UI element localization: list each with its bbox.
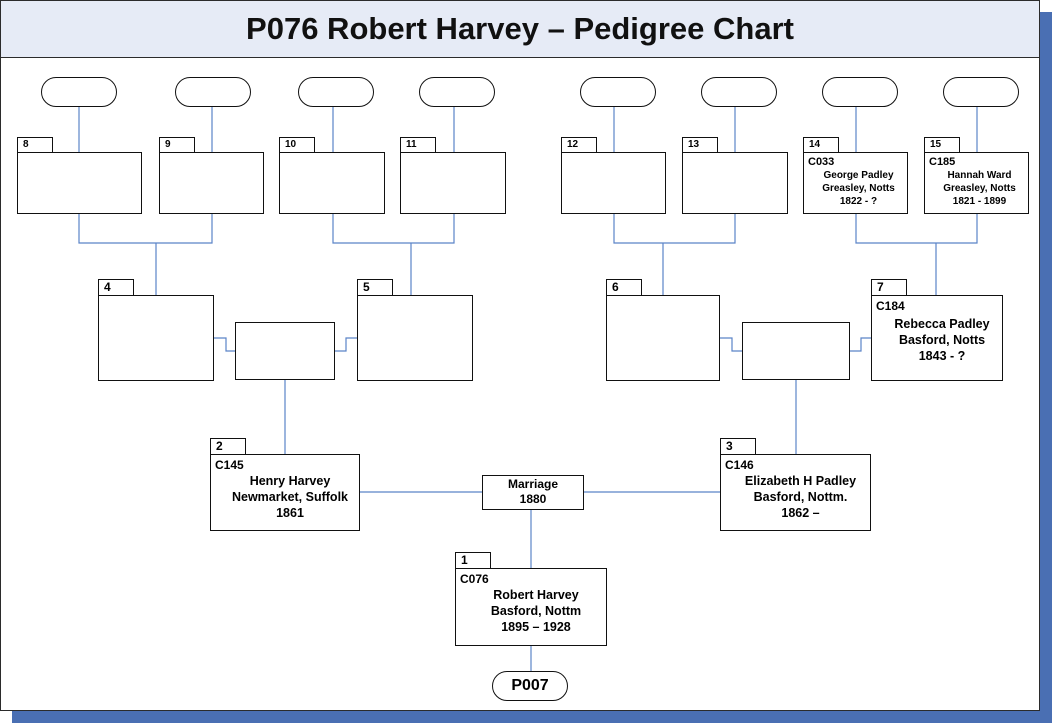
person-8-box[interactable] [17, 152, 142, 214]
marriage-year: 1880 [519, 492, 547, 506]
person-7-dates: 1843 - ? [918, 349, 966, 363]
person-13-number: 13 [682, 137, 718, 153]
person-14-id: C033 [808, 156, 835, 168]
person-2-id: C145 [215, 458, 244, 472]
person-3-details: Elizabeth H Padley Basford, Nottm. 1862 … [721, 473, 870, 521]
person-3-dates: 1862 – [781, 506, 820, 520]
person-9-box[interactable] [159, 152, 264, 214]
person-5-box[interactable] [357, 295, 473, 381]
person-9-number: 9 [159, 137, 195, 153]
person-12-box[interactable] [561, 152, 666, 214]
person-7-box[interactable]: C184 Rebecca Padley Basford, Notts 1843 … [871, 295, 1003, 381]
person-1-id: C076 [460, 572, 489, 586]
person-1-details: Robert Harvey Basford, Nottm 1895 – 1928 [456, 587, 606, 635]
person-10-box[interactable] [279, 152, 385, 214]
person-1-box[interactable]: C076 Robert Harvey Basford, Nottm 1895 –… [455, 568, 607, 646]
person-6-number: 6 [606, 279, 642, 295]
person-15-id: C185 [929, 156, 956, 168]
person-7-name: Rebecca Padley [894, 317, 990, 331]
person-14-place: Greasley, Notts [822, 183, 895, 194]
person-14-dates: 1822 - ? [839, 196, 878, 207]
person-13-box[interactable] [682, 152, 788, 214]
person-1-name: Robert Harvey [493, 588, 579, 602]
person-3-place: Basford, Nottm. [753, 490, 848, 504]
person-7-place: Basford, Notts [898, 333, 986, 347]
person-2-number: 2 [210, 438, 246, 454]
person-8-number: 8 [17, 137, 53, 153]
person-14-details: George Padley Greasley, Notts 1822 - ? [804, 169, 907, 208]
ancestor-oval [943, 77, 1019, 107]
person-1-dates: 1895 – 1928 [501, 620, 571, 634]
ancestor-oval [41, 77, 117, 107]
person-11-box[interactable] [400, 152, 506, 214]
person-14-number: 14 [803, 137, 839, 153]
ancestor-oval [822, 77, 898, 107]
person-1-number: 1 [455, 552, 491, 568]
person-2-box[interactable]: C145 Henry Harvey Newmarket, Suffolk 186… [210, 454, 360, 531]
person-15-box[interactable]: C185 Hannah Ward Greasley, Notts 1821 - … [924, 152, 1029, 214]
person-1-place: Basford, Nottm [490, 604, 582, 618]
person-3-number: 3 [720, 438, 756, 454]
couple-box-6-7 [742, 322, 850, 380]
ancestor-oval [298, 77, 374, 107]
marriage-box: Marriage 1880 [482, 475, 584, 510]
person-15-name: Hannah Ward [947, 170, 1012, 181]
ancestor-oval [175, 77, 251, 107]
person-12-number: 12 [561, 137, 597, 153]
person-5-number: 5 [357, 279, 393, 295]
chart-title: P076 Robert Harvey – Pedigree Chart [246, 11, 794, 46]
chart-page: P076 Robert Harvey – Pedigree Chart [0, 0, 1040, 711]
person-10-number: 10 [279, 137, 315, 153]
person-15-number: 15 [924, 137, 960, 153]
person-15-dates: 1821 - 1899 [952, 196, 1007, 207]
chart-header: P076 Robert Harvey – Pedigree Chart [1, 1, 1039, 58]
person-4-number: 4 [98, 279, 134, 295]
person-3-name: Elizabeth H Padley [744, 474, 857, 488]
person-3-id: C146 [725, 458, 754, 472]
ancestor-oval [419, 77, 495, 107]
person-14-name: George Padley [823, 170, 894, 181]
reference-label[interactable]: P007 [492, 671, 568, 701]
person-6-box[interactable] [606, 295, 720, 381]
person-2-name: Henry Harvey [249, 474, 331, 488]
marriage-label: Marriage [507, 477, 559, 491]
ancestor-oval [701, 77, 777, 107]
person-7-details: Rebecca Padley Basford, Notts 1843 - ? [872, 316, 1002, 364]
person-4-box[interactable] [98, 295, 214, 381]
connector-lines [78, 107, 978, 671]
person-2-place: Newmarket, Suffolk [231, 490, 348, 504]
couple-box-4-5 [235, 322, 335, 380]
person-3-box[interactable]: C146 Elizabeth H Padley Basford, Nottm. … [720, 454, 871, 531]
ancestor-oval [580, 77, 656, 107]
person-7-number: 7 [871, 279, 907, 295]
person-2-dates: 1861 [276, 506, 304, 520]
person-11-number: 11 [400, 137, 436, 153]
person-15-details: Hannah Ward Greasley, Notts 1821 - 1899 [925, 169, 1028, 208]
person-15-place: Greasley, Notts [943, 183, 1016, 194]
person-14-box[interactable]: C033 George Padley Greasley, Notts 1822 … [803, 152, 908, 214]
person-2-details: Henry Harvey Newmarket, Suffolk 1861 [211, 473, 359, 521]
person-7-id: C184 [876, 299, 905, 313]
